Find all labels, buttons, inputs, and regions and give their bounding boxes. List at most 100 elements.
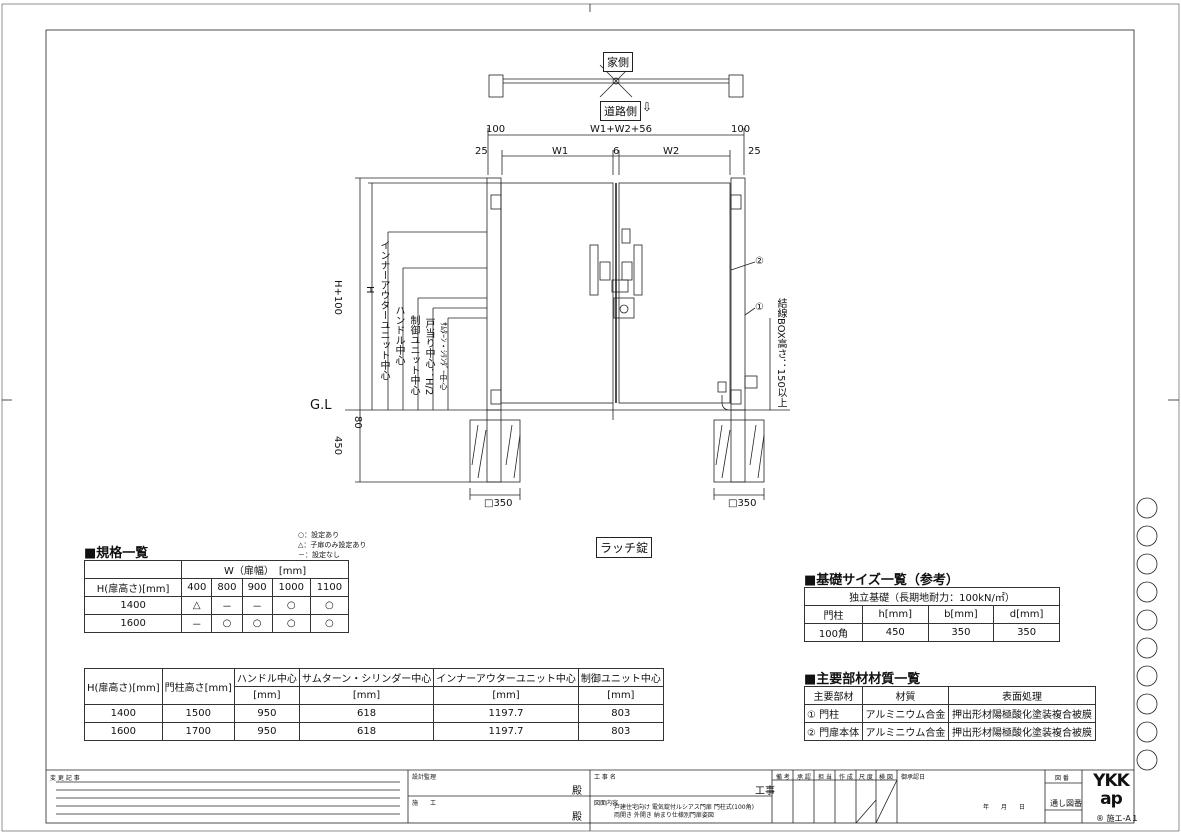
spec-width-900: 900 <box>241 578 273 597</box>
unit-mm: [mm] <box>233 686 300 705</box>
spec-width-1100: 1100 <box>309 578 350 597</box>
design-supervisor-label: 設計監理 <box>412 774 437 781</box>
foundation-subtitle: 独立基礎（長期地耐力：100kN/㎡） <box>804 587 1060 606</box>
spec-cell: 1400 <box>83 596 183 615</box>
foundation-size-right: □350 <box>728 498 757 509</box>
table-row: 1600 － ○ ○ ○ ○ <box>83 614 350 633</box>
callout-2: ② <box>755 256 764 267</box>
legend-none: －：設定なし <box>298 551 340 559</box>
spec-height-header: H(扉高さ)[mm] <box>83 578 183 597</box>
spec-cell: ○ <box>241 614 273 633</box>
center-header-inner-outer: インナーアウターユニット中心 <box>433 668 579 687</box>
arrow-down-icon: ⇩ <box>642 100 653 114</box>
spec-empty-header <box>83 560 183 579</box>
unit-mm: [mm] <box>298 686 435 705</box>
center-cell: 1700 <box>161 722 235 741</box>
spec-cell: － <box>181 614 213 633</box>
table-row: 1400 △ － － ○ ○ <box>83 596 350 615</box>
center-header-thumbturn: サムターン・シリンダー中心 <box>298 668 435 687</box>
spec-cell: 1600 <box>83 614 183 633</box>
center-cell: 950 <box>233 722 300 741</box>
sheet-code: ® 施エ-A１ <box>1096 814 1139 823</box>
center-cell: 803 <box>577 704 664 723</box>
approval-col-3: 担 当 <box>818 774 832 781</box>
approval-col-5: 尺 度 <box>859 774 873 781</box>
dim-h: H <box>364 286 375 294</box>
materials-table-title: ■主要部材材質一覧 <box>804 672 921 687</box>
spec-cell: ○ <box>271 614 311 633</box>
materials-cell: 押出形材陽極酸化塗装複合被膜 <box>948 722 1096 741</box>
dim-w2: W2 <box>663 146 680 157</box>
spec-width-header: W（扉幅） [mm] <box>181 560 349 579</box>
foundation-size-left: □350 <box>484 498 513 509</box>
center-header-handle: ハンドル中心 <box>233 668 300 687</box>
center-cell: 618 <box>298 722 435 741</box>
approval-col-6: 検 図 <box>879 774 893 781</box>
approval-col-2: 承 認 <box>797 774 811 781</box>
foundation-cell: 100角 <box>804 623 863 642</box>
spec-cell: ○ <box>271 596 311 615</box>
approval-date-field: 年 月 日 <box>983 804 1026 811</box>
latch-lock-label: ラッチ錠 <box>596 537 653 558</box>
dim-total-width: W1+W2+56 <box>590 124 652 135</box>
table-row: 100角 450 350 350 <box>804 623 1060 642</box>
approval-date-label: 御承認日 <box>901 774 926 781</box>
foundation-cell: 350 <box>993 623 1060 642</box>
brand-logo: YKK ap <box>1093 771 1130 809</box>
legend-set: ○：設定あり <box>298 531 340 539</box>
materials-cell: アルミニウム合金 <box>861 722 950 741</box>
dono-2: 殿 <box>572 812 582 823</box>
dim-6: 6 <box>613 146 620 157</box>
center-cell: 950 <box>233 704 300 723</box>
foundation-header: 門柱 <box>804 605 863 624</box>
road-side-label: 道路側 <box>600 101 641 121</box>
center-height-table: H(扉高さ)[mm] 門柱高さ[mm] ハンドル中心 サムターン・シリンダー中心… <box>84 668 664 741</box>
center-cell: 1500 <box>161 704 235 723</box>
constructor-label: 施 工 <box>412 800 437 807</box>
center-cell: 1197.7 <box>433 722 579 741</box>
dim-25-left: 25 <box>475 146 488 157</box>
spec-width-1000: 1000 <box>271 578 311 597</box>
dim-80: 80 <box>352 416 363 429</box>
project-name-label: 工 事 名 <box>594 774 616 781</box>
drawing-content-label: 図面内容 <box>594 800 619 807</box>
spec-cell: ○ <box>211 614 243 633</box>
center-header-control: 制御ユニット中心 <box>577 668 664 687</box>
foundation-header: d[mm] <box>993 605 1060 624</box>
dim-100-left: 100 <box>486 124 506 135</box>
center-cell: 1197.7 <box>433 704 579 723</box>
legend-child-only: △：子扉のみ設定あり <box>298 541 367 549</box>
foundation-header: h[mm] <box>861 605 929 624</box>
dim-w1: W1 <box>552 146 569 157</box>
handle-center-label: ハンドル中心 <box>393 305 404 365</box>
dim-h-plus-100: H+100 <box>332 280 343 315</box>
spec-cell: △ <box>181 596 213 615</box>
table-row: ① 門柱 アルミニウム合金 押出形材陽極酸化塗装複合被膜 <box>804 704 1096 723</box>
approval-col-4: 作 成 <box>839 774 853 781</box>
dim-100-right: 100 <box>731 124 751 135</box>
center-cell: 618 <box>298 704 435 723</box>
center-header-height: H(扉高さ)[mm] <box>84 668 163 705</box>
drawing-no-label: 図 番 <box>1055 775 1069 782</box>
spec-cell: － <box>211 596 243 615</box>
foundation-header: b[mm] <box>927 605 995 624</box>
foundation-cell: 350 <box>927 623 995 642</box>
materials-header: 主要部材 <box>804 686 863 705</box>
drawing-content-line1: 戸建住宅向け 電気錠付ルシアス門扉 門柱式(100角) <box>614 804 754 811</box>
house-side-label: 家側 <box>603 52 633 72</box>
dim-450: 450 <box>332 436 343 456</box>
spec-cell: ○ <box>309 614 350 633</box>
center-cell: 1400 <box>84 704 163 723</box>
center-cell: 1600 <box>84 722 163 741</box>
foundation-table-title: ■基礎サイズ一覧（参考） <box>804 573 959 588</box>
spec-cell: － <box>241 596 273 615</box>
materials-cell: ② 門扉本体 <box>804 722 863 741</box>
center-cell: 803 <box>577 722 664 741</box>
thumbturn-center-label: ｻﾑﾀｰﾝ・ｼﾘﾝﾀﾞｰ中心 <box>439 322 448 390</box>
spec-width-400: 400 <box>181 578 213 597</box>
spec-cell: ○ <box>309 596 350 615</box>
drawing-content-line2: 両開き 外開き 納まり仕様別門扉姿図 <box>614 812 714 819</box>
spec-width-800: 800 <box>211 578 243 597</box>
unit-mm: [mm] <box>433 686 579 705</box>
